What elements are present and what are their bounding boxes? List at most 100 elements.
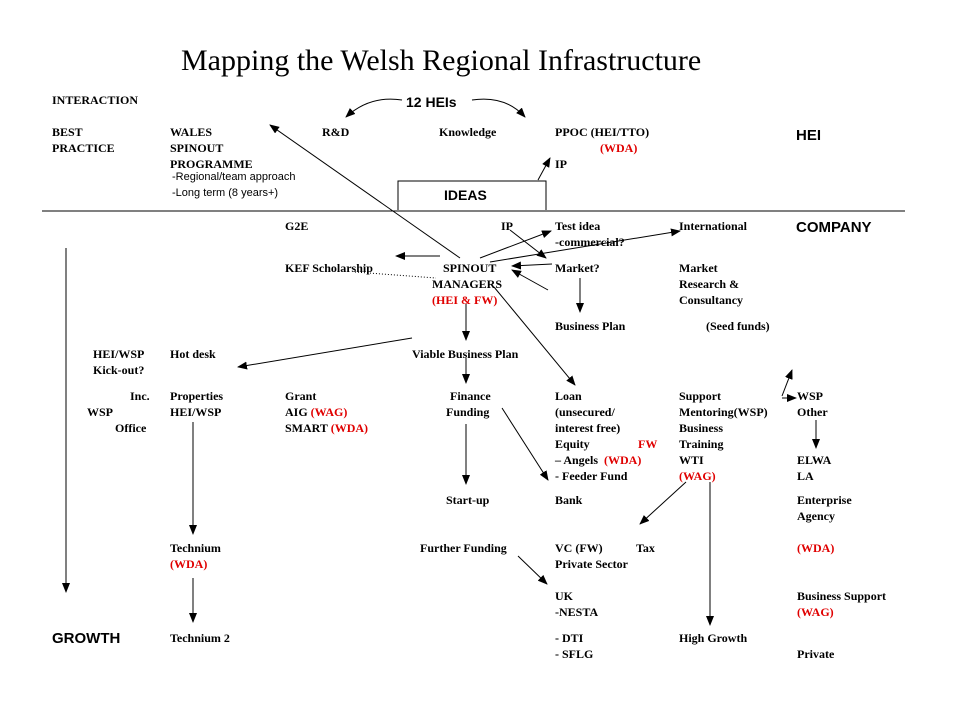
dti-label: - DTI bbox=[555, 631, 584, 645]
market-q-label: Market? bbox=[555, 261, 600, 275]
funding-label: Funding bbox=[446, 405, 490, 419]
bank-label: Bank bbox=[555, 493, 583, 507]
training-label: Training bbox=[679, 437, 724, 451]
kickout-label: Kick-out? bbox=[93, 363, 145, 377]
private-label: Private bbox=[797, 647, 835, 661]
business-support-wag-label: (WAG) bbox=[797, 605, 834, 619]
loan-label: Loan bbox=[555, 389, 582, 403]
finance-label: Finance bbox=[450, 389, 491, 403]
hei-wsp2-label: HEI/WSP bbox=[170, 405, 222, 419]
properties-label: Properties bbox=[170, 389, 224, 403]
business-label: Business bbox=[679, 421, 724, 435]
test-idea-label: Test idea bbox=[555, 219, 601, 233]
arrow-managers-to-loan bbox=[493, 286, 576, 386]
spinout-managers-2: MANAGERS bbox=[432, 277, 503, 291]
programme-label: PROGRAMME bbox=[170, 157, 253, 171]
startup-label: Start-up bbox=[446, 493, 490, 507]
high-growth-label: High Growth bbox=[679, 631, 748, 645]
spinout-managers-3: (HEI & FW) bbox=[432, 293, 498, 307]
wales-label: WALES bbox=[170, 125, 213, 139]
arrow-heis-to-rd bbox=[345, 98, 403, 118]
tax-label: Tax bbox=[636, 541, 655, 555]
growth-label: GROWTH bbox=[52, 630, 121, 647]
seed-funds-label: (Seed funds) bbox=[706, 319, 770, 333]
elwa-label: ELWA bbox=[797, 453, 832, 467]
longterm-note: -Long term (8 years+) bbox=[172, 187, 279, 199]
market-rc-1: Market bbox=[679, 261, 718, 275]
market-rc-3: Consultancy bbox=[679, 293, 744, 307]
inc-label: Inc. bbox=[130, 389, 150, 403]
technium-wda-label: (WDA) bbox=[170, 557, 208, 571]
business-plan-label: Business Plan bbox=[555, 319, 626, 333]
ppoc-wda-label: (WDA) bbox=[600, 141, 638, 155]
smart-label: SMART (WDA) bbox=[285, 421, 369, 435]
enterprise-label: Enterprise bbox=[797, 493, 852, 507]
ip-top-label: IP bbox=[555, 157, 567, 171]
spinout-label: SPINOUT bbox=[170, 141, 224, 155]
heis-label: 12 HEIs bbox=[406, 94, 457, 110]
commercial-label: -commercial? bbox=[555, 235, 625, 249]
arrow-support-to-wsp bbox=[781, 369, 793, 397]
practice-label: PRACTICE bbox=[52, 141, 115, 155]
equity-fw-label: FW bbox=[638, 437, 658, 451]
nesta-label: -NESTA bbox=[555, 605, 599, 619]
arrow-market-to-managers bbox=[511, 269, 549, 291]
international-label: International bbox=[679, 219, 748, 233]
wti-label: WTI bbox=[679, 453, 704, 467]
grant-label: Grant bbox=[285, 389, 317, 403]
enterprise-wda-label: (WDA) bbox=[797, 541, 835, 555]
arrow-managers-to-test-idea bbox=[479, 230, 552, 259]
office-label: Office bbox=[115, 421, 147, 435]
business-support-label: Business Support bbox=[797, 589, 887, 603]
technium-label: Technium bbox=[170, 541, 221, 555]
knowledge-label: Knowledge bbox=[439, 125, 497, 139]
other-label: Other bbox=[797, 405, 828, 419]
arrow-heis-to-knowledge bbox=[471, 98, 526, 118]
spinout-managers-1: SPINOUT bbox=[443, 261, 497, 275]
mentoring-label: Mentoring(WSP) bbox=[679, 405, 768, 419]
equity-label: Equity bbox=[555, 437, 590, 451]
aig-label: AIG (WAG) bbox=[285, 405, 348, 419]
wti-wag-label: (WAG) bbox=[679, 469, 716, 483]
hot-desk-label: Hot desk bbox=[170, 347, 216, 361]
angels-label: – Angels (WDA) bbox=[555, 453, 642, 467]
rd-label: R&D bbox=[322, 125, 350, 139]
arrow-viable-to-hotdesk bbox=[237, 337, 413, 370]
support-label: Support bbox=[679, 389, 722, 403]
ideas-box bbox=[397, 180, 547, 210]
market-rc-2: Research & bbox=[679, 277, 740, 291]
company-zone-label: COMPANY bbox=[796, 219, 872, 236]
arrow-ip-to-ppoc bbox=[509, 229, 547, 259]
regional-note: -Regional/team approach bbox=[172, 171, 296, 183]
further-funding-label: Further Funding bbox=[420, 541, 507, 555]
ip-mid-label: IP bbox=[501, 219, 513, 233]
hei-zone-label: HEI bbox=[796, 127, 822, 144]
arrow-managers-to-international bbox=[489, 228, 681, 263]
technium2-label: Technium 2 bbox=[170, 631, 230, 645]
viable-plan-label: Viable Business Plan bbox=[412, 347, 519, 361]
interest-free-label: interest free) bbox=[555, 421, 621, 435]
interaction-label: INTERACTION bbox=[52, 93, 139, 107]
arrow-ideas-to-ip bbox=[537, 157, 551, 181]
arrow-further-to-uk bbox=[517, 555, 548, 585]
arrow-wti-to-vc bbox=[639, 481, 687, 525]
unsecured-label: (unsecured/ bbox=[555, 405, 615, 419]
ppoc-label: PPOC (HEI/TTO) bbox=[555, 125, 650, 139]
agency-label: Agency bbox=[797, 509, 835, 523]
wsp-left-label: WSP bbox=[87, 405, 114, 419]
arrow-managers-to-wales-spinout bbox=[269, 124, 461, 259]
arrow-finance-to-equity bbox=[501, 407, 549, 481]
wsp-right-label: WSP bbox=[797, 389, 824, 403]
uk-label: UK bbox=[555, 589, 573, 603]
kef-label: KEF Scholarship bbox=[285, 261, 373, 275]
private-sector-label: Private Sector bbox=[555, 557, 628, 571]
page-title: Mapping the Welsh Regional Infrastructur… bbox=[181, 44, 702, 77]
feeder-label: - Feeder Fund bbox=[555, 469, 628, 483]
hei-wsp-label: HEI/WSP bbox=[93, 347, 145, 361]
ideas-label: IDEAS bbox=[444, 187, 487, 203]
arrow-market-test-to-managers bbox=[511, 261, 553, 270]
g2e-label: G2E bbox=[285, 219, 309, 233]
sflg-label: - SFLG bbox=[555, 647, 594, 661]
